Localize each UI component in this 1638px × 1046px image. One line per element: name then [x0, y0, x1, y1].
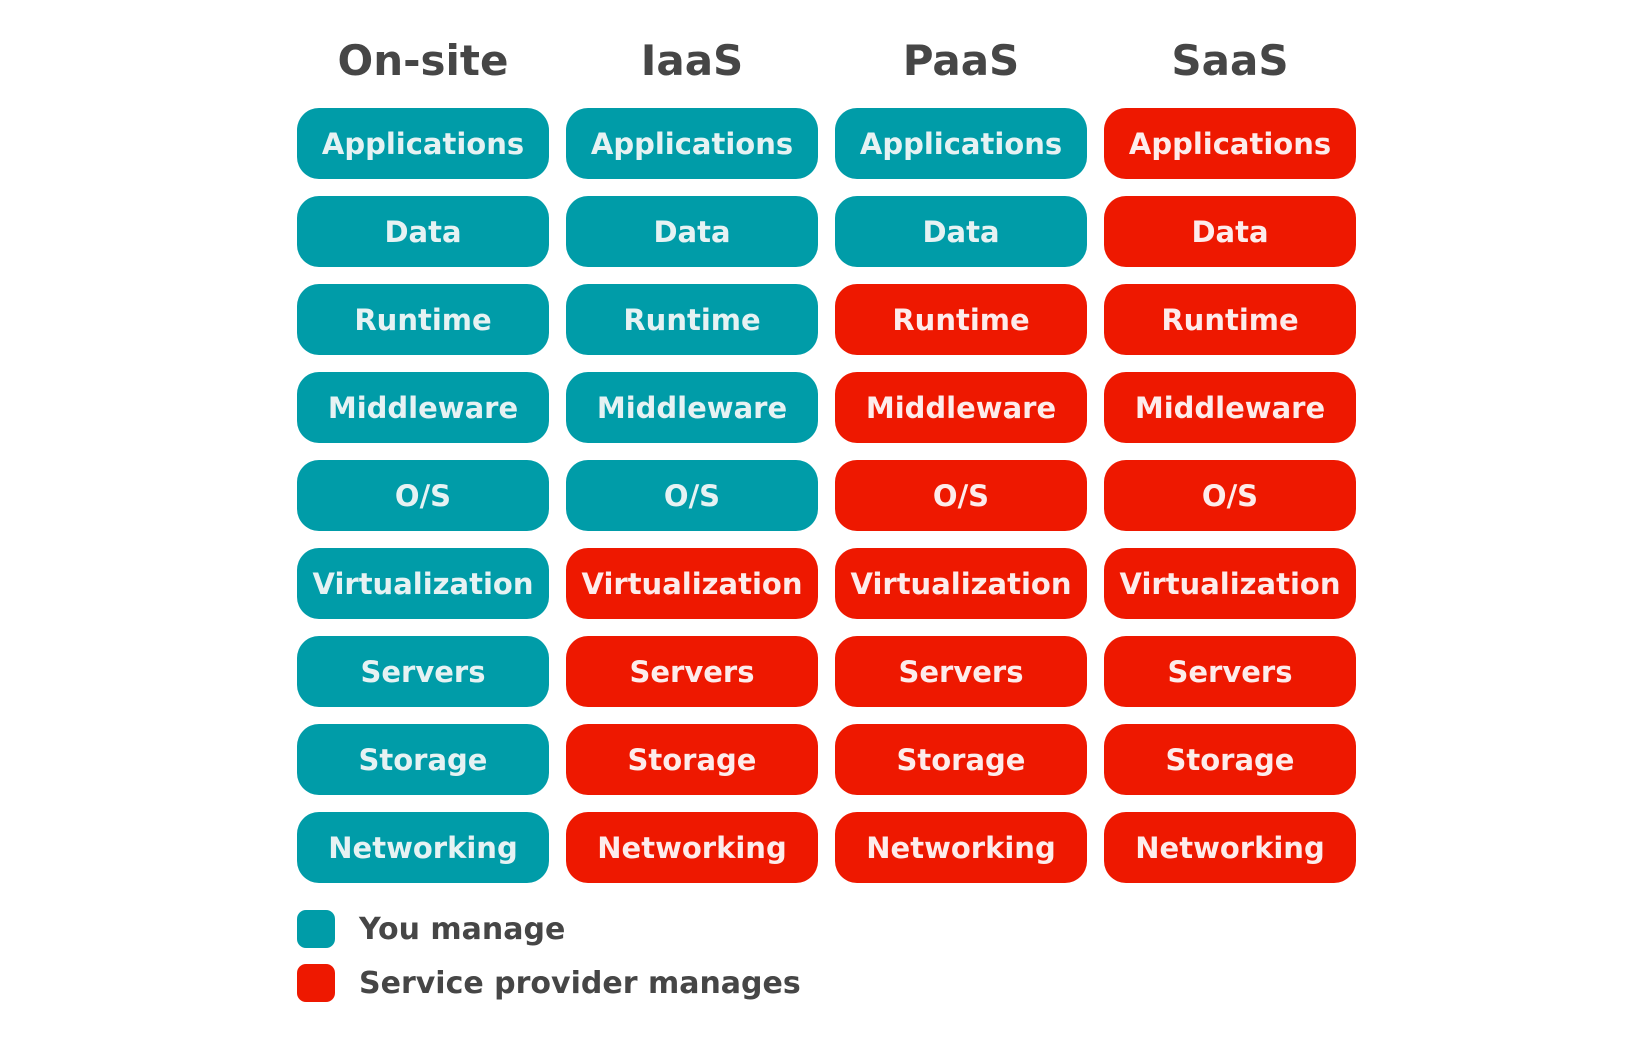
layer-cell: Storage [297, 724, 549, 795]
layer-cell: O/S [1104, 460, 1356, 531]
layer-cell: Runtime [566, 284, 818, 355]
column-header: PaaS [902, 35, 1020, 85]
layer-cell: Virtualization [1104, 548, 1356, 619]
layer-cell: Applications [297, 108, 549, 179]
layer-cell: Servers [1104, 636, 1356, 707]
column-header: SaaS [1171, 35, 1289, 85]
legend-item-you-manage: You manage [297, 910, 565, 948]
layer-cell: O/S [297, 460, 549, 531]
layer-cell: Networking [566, 812, 818, 883]
layer-cell: Applications [566, 108, 818, 179]
layer-cell: Storage [1104, 724, 1356, 795]
layer-cell: Servers [566, 636, 818, 707]
layer-cell: Virtualization [297, 548, 549, 619]
layer-cell: Networking [835, 812, 1087, 883]
column-header: On-site [337, 35, 509, 85]
layer-cell: Storage [835, 724, 1087, 795]
layer-cell: Runtime [1104, 284, 1356, 355]
legend-item-service-provider: Service provider manages [297, 964, 801, 1002]
layer-cell: Servers [835, 636, 1087, 707]
layer-cell: Middleware [835, 372, 1087, 443]
layer-cell: O/S [835, 460, 1087, 531]
layer-cell: Middleware [566, 372, 818, 443]
legend-swatch-you-manage [297, 910, 335, 948]
layer-cell: Data [1104, 196, 1356, 267]
layer-cell: Data [835, 196, 1087, 267]
layer-cell: O/S [566, 460, 818, 531]
layer-cell: Applications [835, 108, 1087, 179]
layer-cell: Virtualization [566, 548, 818, 619]
legend-swatch-service-provider [297, 964, 335, 1002]
layer-cell: Networking [1104, 812, 1356, 883]
layer-cell: Storage [566, 724, 818, 795]
layer-cell: Data [297, 196, 549, 267]
layer-cell: Data [566, 196, 818, 267]
legend-label-you-manage: You manage [359, 911, 566, 947]
layer-cell: Runtime [297, 284, 549, 355]
layer-cell: Servers [297, 636, 549, 707]
layer-cell: Runtime [835, 284, 1087, 355]
layer-cell: Virtualization [835, 548, 1087, 619]
layer-cell: Middleware [1104, 372, 1356, 443]
legend-label-service-provider: Service provider manages [359, 965, 801, 1001]
column-header: IaaS [640, 35, 744, 85]
layer-cell: Middleware [297, 372, 549, 443]
layer-cell: Applications [1104, 108, 1356, 179]
layer-cell: Networking [297, 812, 549, 883]
